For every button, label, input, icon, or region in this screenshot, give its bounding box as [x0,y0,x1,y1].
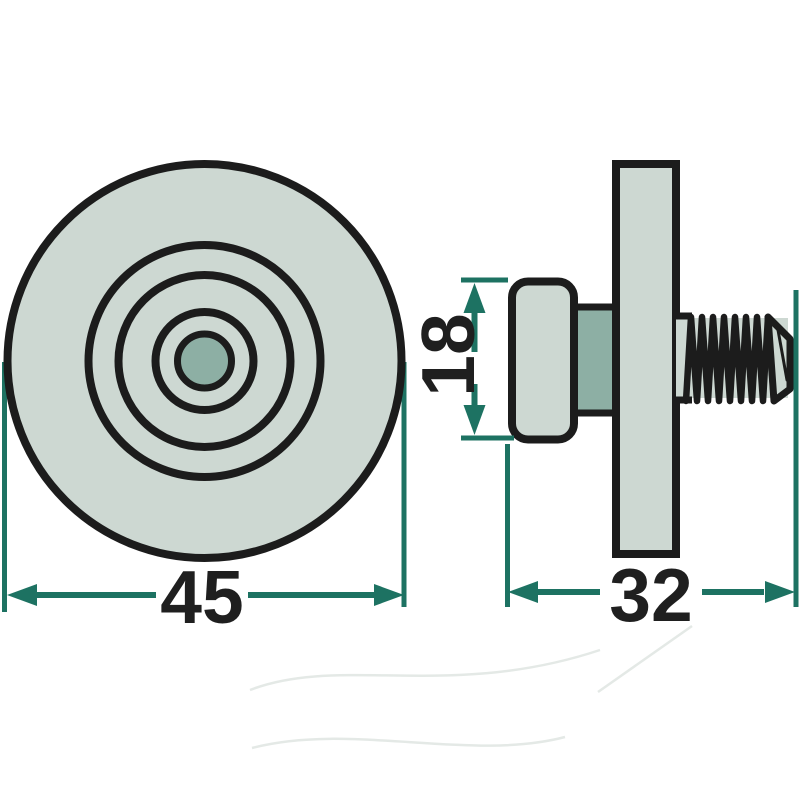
extension-lines-under [2,290,799,612]
dim18-label: 18 [406,313,490,396]
dim32-right-arrow [765,581,795,603]
thread-chamfer-tip [764,313,794,405]
front-view-roller [3,160,406,562]
watermark-stroke [249,648,601,692]
thread-teeth-zigzag [682,313,778,405]
side-view-assembly [508,160,794,558]
roller-groove-circle [84,241,325,481]
bolt-head [508,277,578,444]
dimension-18: 18 [406,277,514,441]
watermark-stroke [597,624,693,694]
dim45-right-arrow [374,584,404,606]
roller-disc-side [612,160,680,558]
roller-washer-circle [151,308,258,414]
roller-center-bore [174,330,235,392]
thread-tip-shading-line [776,328,789,382]
dimension-32: 32 [505,444,795,637]
dim32-left-arrow [508,581,538,603]
dim45-left-arrow [7,584,37,606]
roller-hub-circle [114,271,295,451]
dim18-down-arrow [463,405,486,435]
dim32-label: 32 [609,553,692,637]
threaded-stud [676,312,794,405]
watermark-marks [249,624,693,750]
dim45-label: 45 [160,555,243,639]
dimension-45: 45 [7,555,404,639]
dim18-up-arrow [463,283,486,313]
watermark-stroke [251,735,566,750]
